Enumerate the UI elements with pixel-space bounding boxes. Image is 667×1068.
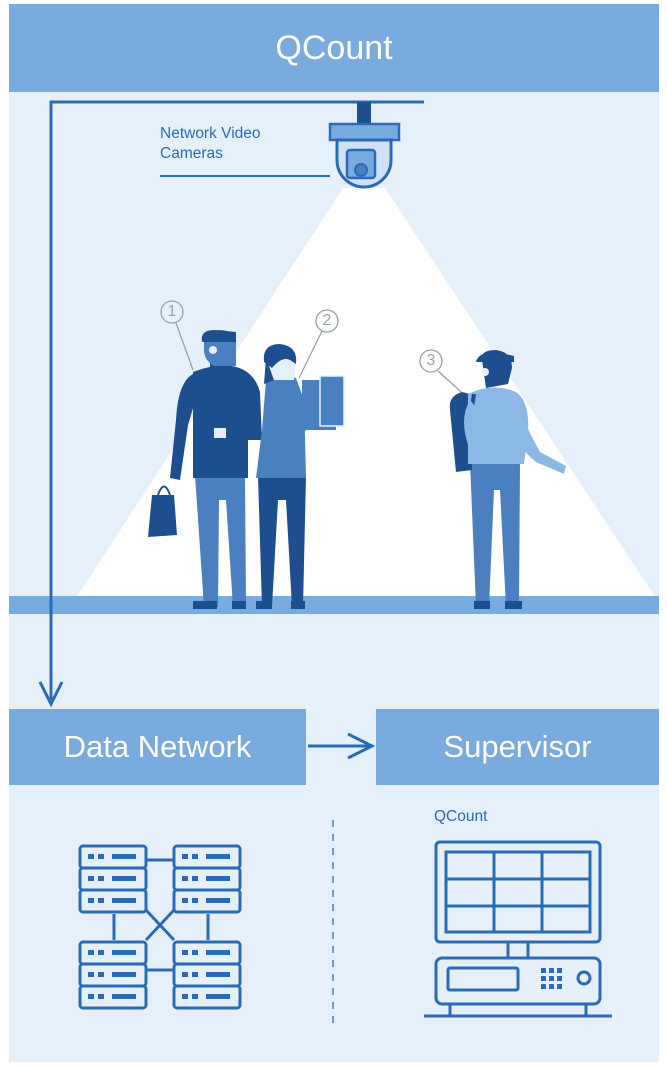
data-network-box bbox=[9, 709, 306, 785]
dvr-buttons bbox=[541, 968, 562, 989]
monitor-label: QCount bbox=[434, 808, 488, 825]
person-1 bbox=[148, 330, 262, 609]
marker-1-label: 1 bbox=[167, 303, 177, 320]
dvr-recorder-icon bbox=[424, 956, 612, 1018]
marker-1-circle bbox=[160, 300, 184, 324]
data-network-label: Data Network bbox=[63, 729, 252, 764]
camera-connection-line bbox=[38, 100, 424, 708]
server-bottom-left bbox=[78, 940, 148, 1010]
camera-label-line1: Network Video bbox=[160, 125, 261, 142]
header-title: QCount bbox=[275, 28, 393, 67]
camera-icon bbox=[160, 102, 401, 189]
person-3 bbox=[449, 350, 566, 609]
server-top-left bbox=[78, 844, 148, 914]
marker-3-circle bbox=[419, 349, 443, 373]
network-to-supervisor-arrow bbox=[308, 732, 376, 760]
server-bottom-right bbox=[172, 940, 242, 1010]
person-2 bbox=[256, 344, 345, 609]
marker-2-label: 2 bbox=[322, 312, 332, 329]
server-top-right bbox=[172, 844, 242, 914]
monitor-icon bbox=[434, 840, 602, 960]
server-slot-marks bbox=[88, 854, 230, 999]
marker-3-label: 3 bbox=[426, 352, 436, 369]
header-bar bbox=[9, 4, 659, 92]
supervisor-label: Supervisor bbox=[443, 729, 592, 764]
floor bbox=[9, 596, 659, 614]
server-cluster-icon bbox=[78, 844, 242, 1010]
camera-label-line2: Cameras bbox=[160, 145, 223, 162]
marker-2-circle bbox=[315, 309, 339, 333]
supervisor-box bbox=[376, 709, 659, 785]
camera-label: Network Video Cameras bbox=[160, 124, 310, 164]
